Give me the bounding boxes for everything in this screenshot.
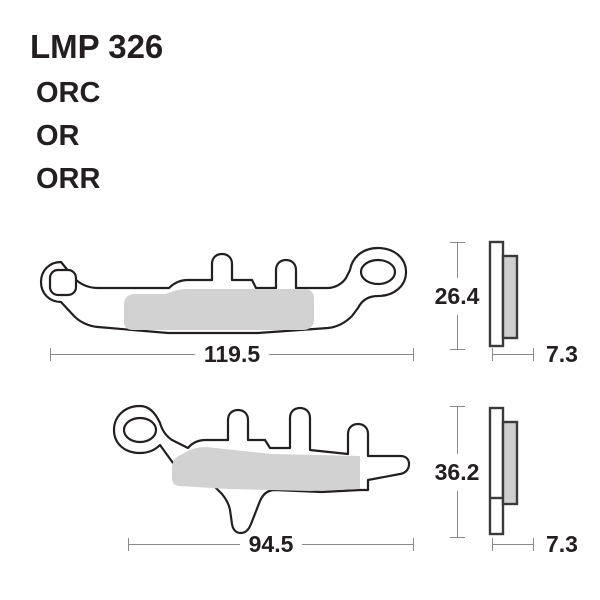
dimension-tick-left (128, 537, 129, 551)
dimension-tick-right (533, 537, 534, 551)
compound-code-or: OR (36, 120, 80, 152)
pad-lower-side-view (486, 406, 536, 536)
dimension-rule (493, 543, 533, 545)
dimension-thickness-rule-group (492, 347, 534, 361)
dimension-tick-bottom (449, 537, 465, 538)
dimension-tick-bottom (449, 349, 465, 350)
dimension-rule-right (302, 543, 414, 545)
dimension-rule-bottom (456, 314, 458, 349)
dimension-lower-width-label: 94.5 (248, 530, 294, 557)
pad-upper-plan-view (28, 232, 428, 352)
dimension-tick-top (449, 242, 465, 243)
pad-lower-plan-view (110, 398, 440, 538)
dimension-rule-top (456, 407, 458, 454)
dimension-thickness-rule-group (492, 537, 534, 551)
dimension-upper-thickness: 7.3 (492, 341, 578, 367)
dimension-rule (493, 353, 533, 355)
pad-lower-friction-material (172, 447, 360, 491)
dimension-upper-height: 26.4 (425, 242, 489, 350)
compound-code-orr: ORR (36, 163, 101, 195)
dimension-tick-right (533, 347, 534, 361)
dimension-lower-thickness-label: 7.3 (546, 530, 578, 557)
dimension-upper-height-label: 26.4 (434, 282, 480, 309)
pad-lower-side-friction-material (501, 420, 519, 506)
dimension-rule-left (129, 543, 240, 545)
dimension-lower-height-label: 36.2 (434, 458, 480, 485)
dimension-rule-right (269, 353, 414, 355)
pad-upper-side-backing-plate (488, 240, 505, 348)
dimension-rule-top (456, 243, 458, 278)
dimension-rule-bottom (456, 490, 458, 537)
dimension-tick-top (449, 406, 465, 407)
dimension-lower-thickness: 7.3 (492, 531, 578, 557)
dimension-lower-height: 36.2 (425, 406, 489, 538)
pad-lower-side-backing-plate (488, 406, 505, 536)
title-block: LMP 326 ORC OR ORR (30, 30, 330, 208)
dimension-tick-left (50, 347, 51, 361)
pad-lower-mounting-hole-left (122, 416, 158, 444)
pad-upper-friction-material (124, 289, 314, 330)
pad-upper-mounting-hole-right (359, 258, 397, 286)
dimension-lower-width: 94.5 (128, 531, 415, 557)
pad-upper-side-view (486, 240, 536, 348)
dimension-tick-left (492, 537, 493, 551)
pad-upper-side-friction-material (501, 254, 519, 340)
dimension-upper-width: 119.5 (50, 341, 415, 367)
dimension-tick-left (492, 347, 493, 361)
page-title: LMP 326 (30, 28, 164, 65)
compound-code-orc: ORC (36, 77, 101, 109)
dimension-tick-right (413, 347, 415, 361)
dimension-rule-left (51, 353, 195, 355)
pad-upper-mounting-hole-left (48, 268, 78, 297)
dimension-tick-right (413, 537, 415, 551)
dimension-upper-width-label: 119.5 (203, 340, 261, 367)
dimension-upper-thickness-label: 7.3 (546, 340, 578, 367)
